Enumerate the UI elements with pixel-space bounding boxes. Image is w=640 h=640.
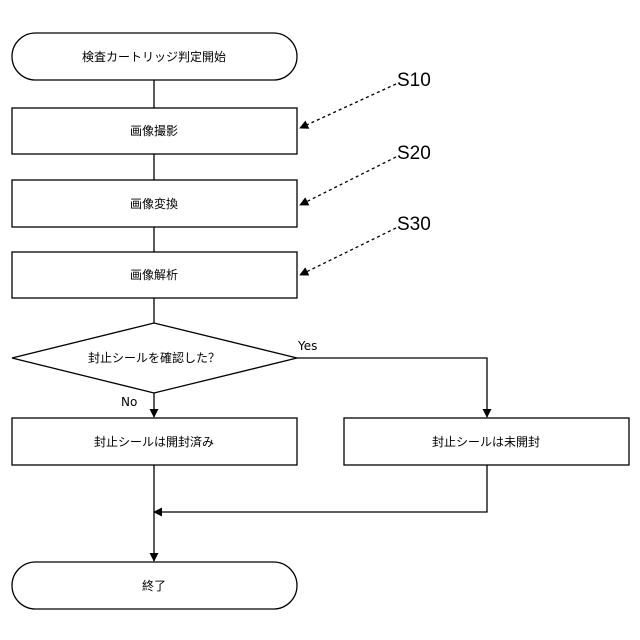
decision-node: 封止シールを確認した？ — [12, 323, 297, 393]
step-label-s20: S20 — [397, 143, 431, 164]
result-opened: 封止シールは開封済み — [12, 418, 297, 465]
pointer-s10 — [300, 84, 396, 128]
process-capture: 画像撮影 — [12, 108, 297, 154]
process-convert-label: 画像変換 — [130, 196, 178, 211]
process-analyze-label: 画像解析 — [130, 268, 178, 282]
start-node-label: 検査カートリッジ判定開始 — [82, 49, 226, 64]
result-opened-label: 封止シールは開封済み — [94, 434, 214, 449]
edge-label-yes: Yes — [297, 339, 317, 353]
pointer-s20 — [300, 157, 396, 205]
end-node: 終了 — [12, 562, 297, 609]
step-label-s10: S10 — [397, 70, 431, 91]
result-unopened-label: 封止シールは未開封 — [432, 435, 540, 449]
result-unopened: 封止シールは未開封 — [344, 418, 629, 465]
arrow-unopened-merge — [154, 465, 487, 512]
edge-label-no: No — [121, 395, 137, 409]
process-analyze: 画像解析 — [12, 252, 297, 298]
decision-node-label: 封止シールを確認した？ — [88, 350, 220, 365]
process-convert: 画像変換 — [12, 180, 297, 227]
step-label-s30: S30 — [397, 214, 431, 235]
pointer-s30 — [300, 228, 396, 275]
start-node: 検査カートリッジ判定開始 — [12, 33, 297, 80]
end-node-label: 終了 — [142, 578, 166, 593]
arrow-yes — [297, 358, 487, 417]
process-capture-label: 画像撮影 — [130, 124, 178, 138]
